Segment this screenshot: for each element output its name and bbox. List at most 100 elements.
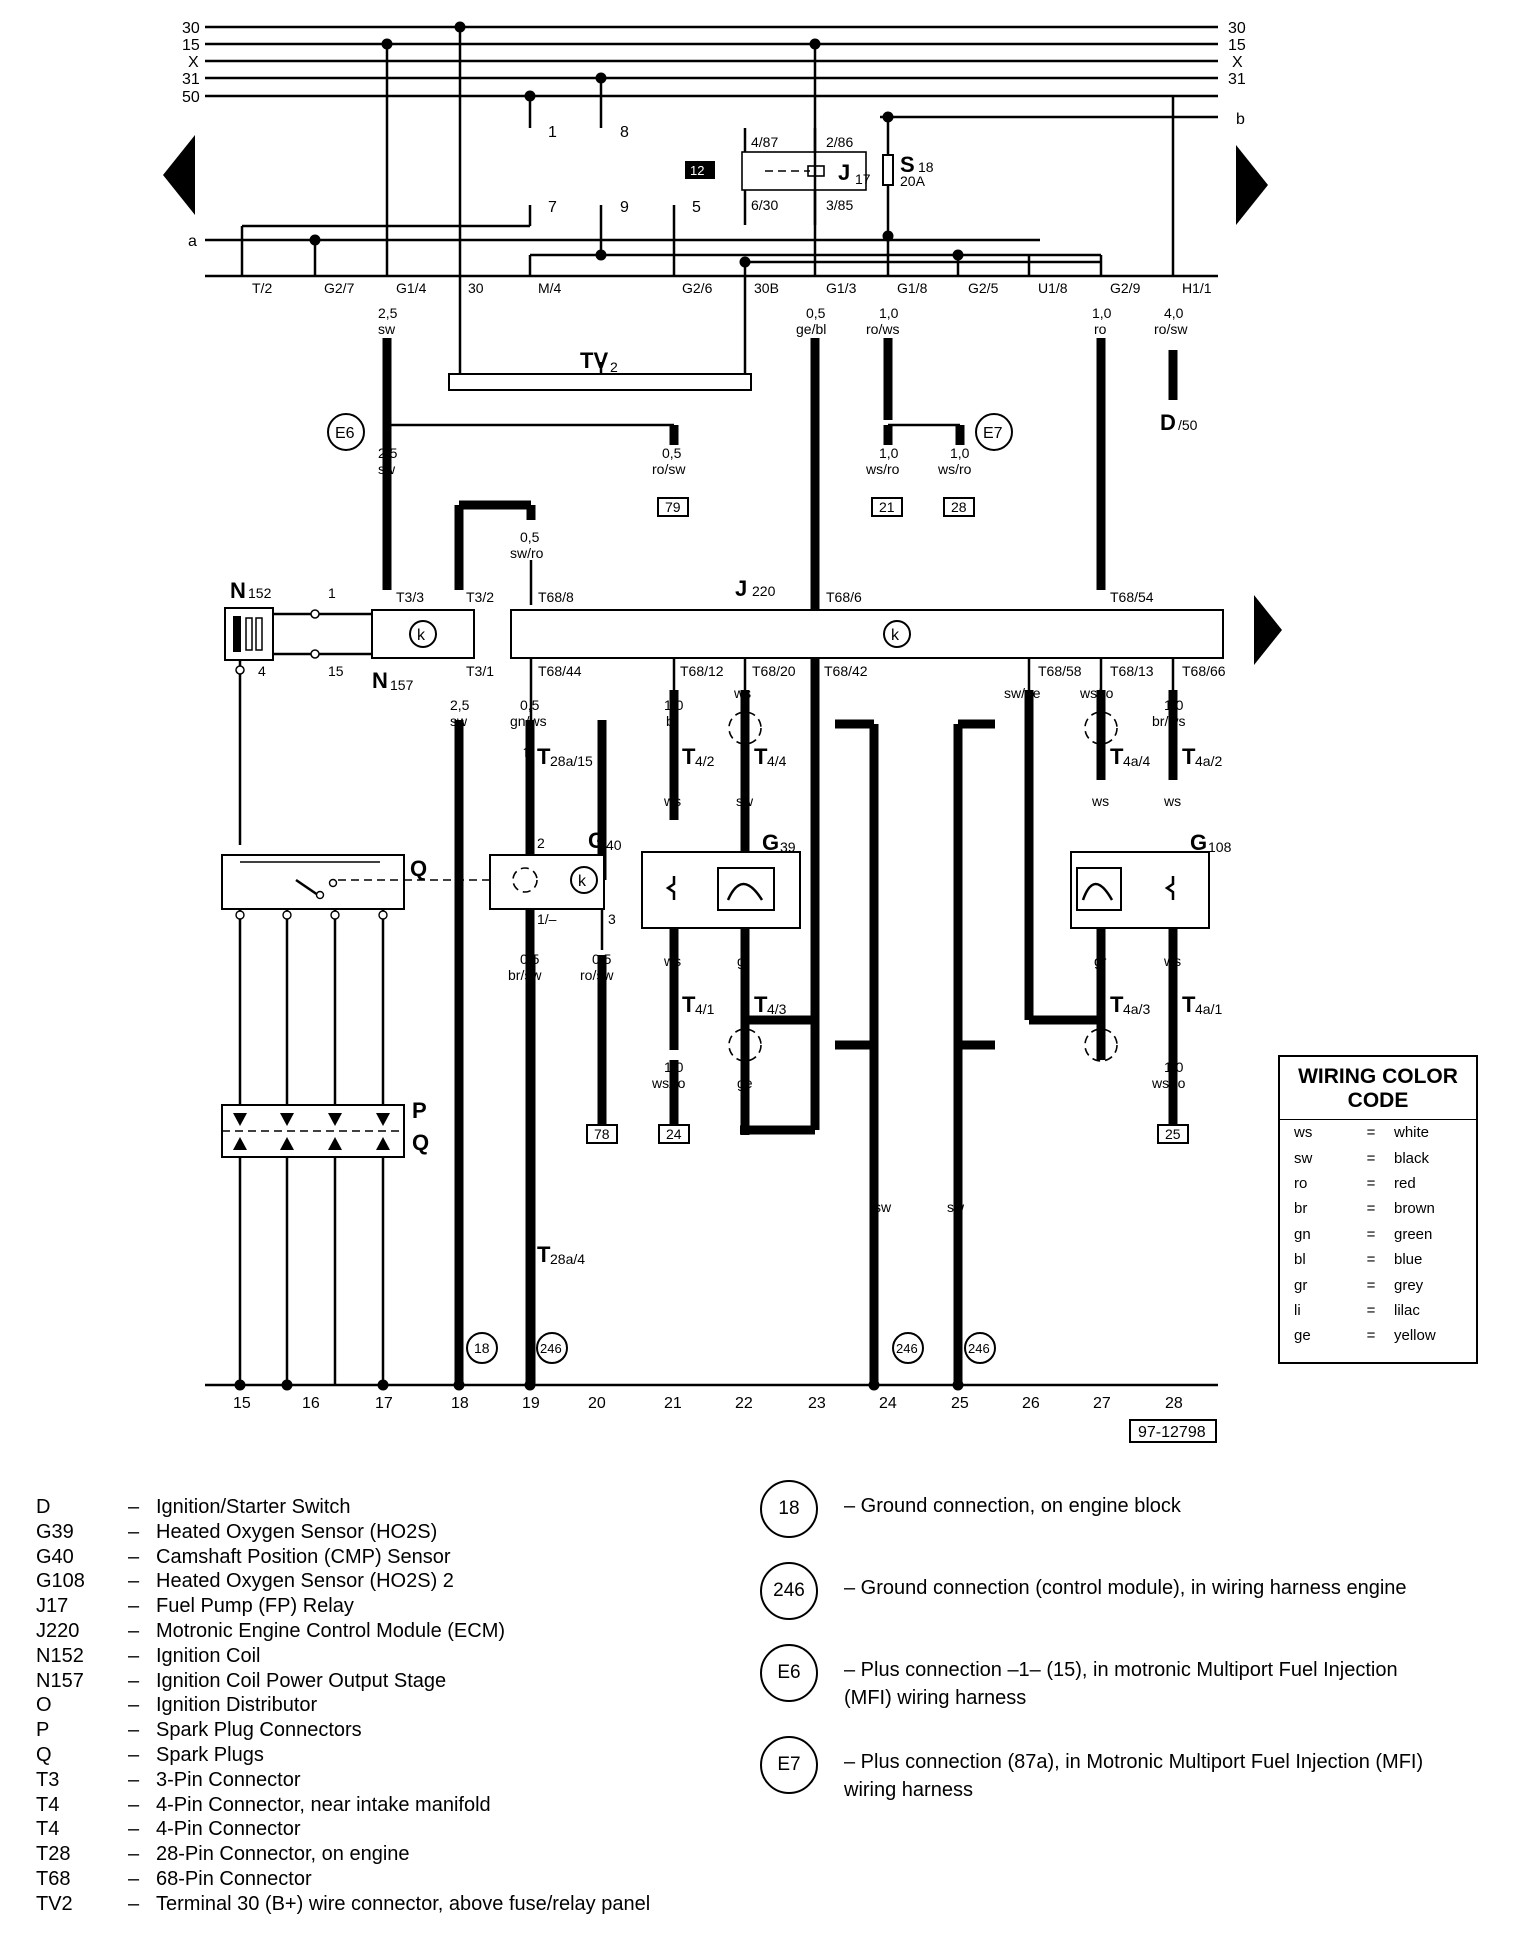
j220-sub: 220 [752,583,776,599]
bus-lines [205,25,1218,278]
track-15: 15 [233,1395,251,1412]
legend-code: G39 [36,1520,74,1543]
wire-label-w27: 0,5 [592,951,612,967]
bus-label-x: X [188,54,199,71]
wire-label-w29: ge [737,1075,753,1091]
connector-icon-t28a15: ⇧ [521,744,533,760]
legend-sep: – [128,1719,140,1742]
g108-code: G [1190,830,1207,855]
j220-pin-t68-66: T68/66 [1182,663,1226,679]
t42-sub: 4/2 [695,753,715,769]
j220-pin-t68-12: T68/12 [680,663,724,679]
ground-246-icon-3 [964,1332,996,1364]
legend-item: J17–Fuel Pump (FP) Relay [36,1594,756,1619]
t28a4-code: T [537,1242,551,1267]
wire-label-w2c: ge/bl [796,321,826,337]
color-code-title: WIRING COLOR CODE [1280,1057,1476,1120]
j220-k: k [891,627,900,644]
legend-code: T4 [36,1818,60,1841]
j220-pin-t68-8: T68/8 [538,589,574,605]
bus-label-x-right: X [1232,54,1243,71]
e6-label: E6 [335,425,355,442]
color-code-row: gr=grey [1280,1272,1476,1297]
track-20: 20 [588,1395,606,1412]
wire-label-w8: 1,0 [879,445,899,461]
ground-description: – Plus connection –1– (15), in motronic … [844,1659,1398,1709]
legend-desc: 4-Pin Connector [156,1818,301,1841]
color-code-title-line2: CODE [1347,1089,1409,1112]
ignition-coil-n152 [224,607,372,845]
color-code-name: blue [1394,1251,1423,1269]
ecm-output-wires [529,658,1175,855]
color-code-eq: = [1366,1276,1376,1294]
legend-item: P–Spark Plug Connectors [36,1718,756,1743]
track-16: 16 [302,1395,320,1412]
color-code-eq: = [1366,1327,1376,1345]
color-code-eq: = [1366,1251,1376,1269]
legend-item: TV2–Terminal 30 (B+) wire connector, abo… [36,1892,756,1917]
shield-circle-1 [728,711,762,745]
wire-label-w28: 1,0 [664,1059,684,1075]
track-25: 25 [951,1395,969,1412]
wire-label-w15: sw/ge [1004,685,1041,701]
color-code-row: bl=blue [1280,1247,1476,1272]
n152-pin4: 4 [258,663,266,679]
terminal-h1-1: H1/1 [1182,280,1212,296]
j220-pin-t68-20: T68/20 [752,663,796,679]
wire-label-w26c: br/sw [508,967,542,983]
color-code-name: yellow [1394,1327,1436,1345]
legend-sep: – [128,1619,140,1642]
wire-label-w5: 4,0 [1164,305,1184,321]
ref-box-24 [658,1124,690,1144]
n157-pin-t3-1: T3/1 [466,663,494,679]
terminal-g2-5: G2/5 [968,280,999,296]
bus-label-31-right: 31 [1228,71,1246,88]
bus-label-15: 15 [182,37,200,54]
legend-code: P [36,1719,50,1742]
color-code-eq: = [1366,1174,1376,1192]
j220-pin-t68-13: T68/13 [1110,663,1154,679]
color-code-abbr: ws [1294,1124,1313,1142]
fuse-code: S [900,152,915,177]
color-code-row: sw=black [1280,1145,1476,1170]
wire-label-w18: ws [663,793,681,809]
ecm-j220 [510,609,1224,659]
color-code-title-line1: WIRING COLOR [1298,1065,1458,1088]
wire-label-w21: ws [663,953,681,969]
page-right-arrow-icon-top [1236,145,1268,225]
g40-pin2: 2 [537,835,545,851]
legend-code: G108 [36,1570,85,1593]
wire-label-w3c: ro/ws [866,321,899,337]
wire-label-w28c: ws/ro [651,1075,686,1091]
legend-item: G108–Heated Oxygen Sensor (HO2S) 2 [36,1569,756,1594]
color-code-name: lilac [1394,1301,1420,1319]
legend-item: O–Ignition Distributor [36,1693,756,1718]
bus-label-50: 50 [182,89,200,106]
ground-bus-dots [234,1379,964,1391]
legend-desc: 68-Pin Connector [156,1867,312,1890]
shield-circle-4 [1084,1028,1118,1062]
legend-item: N157–Ignition Coil Power Output Stage [36,1669,756,1694]
g108-curve-icon [1081,882,1114,901]
tv2-sub: 2 [610,359,618,375]
wire-label-w30c: ws/ro [1151,1075,1186,1091]
legend-desc: Ignition Coil Power Output Stage [156,1669,447,1692]
terminal-g1-4: G1/4 [396,280,427,296]
figure-id-box [1129,1419,1217,1443]
legend-desc: Ignition Distributor [156,1694,318,1717]
ground-246-label-2: 246 [896,1341,918,1356]
wire-label-w13c: br [666,713,679,729]
track-23: 23 [808,1395,826,1412]
bus-label-b: b [1236,111,1245,128]
color-code-name: brown [1394,1200,1435,1218]
n157-k-icon [409,620,437,648]
legend-desc: Camshaft Position (CMP) Sensor [156,1545,451,1568]
t4a4-sub: 4a/4 [1123,753,1150,769]
j220-pin-t68-6: T68/6 [826,589,862,605]
j220-pin-t68-44: T68/44 [538,663,582,679]
color-code-abbr: ge [1294,1327,1311,1345]
legend-sep: – [128,1595,140,1618]
ground-description: – Ground connection (control module), in… [844,1577,1407,1599]
relay-badge: 12 [690,163,704,178]
